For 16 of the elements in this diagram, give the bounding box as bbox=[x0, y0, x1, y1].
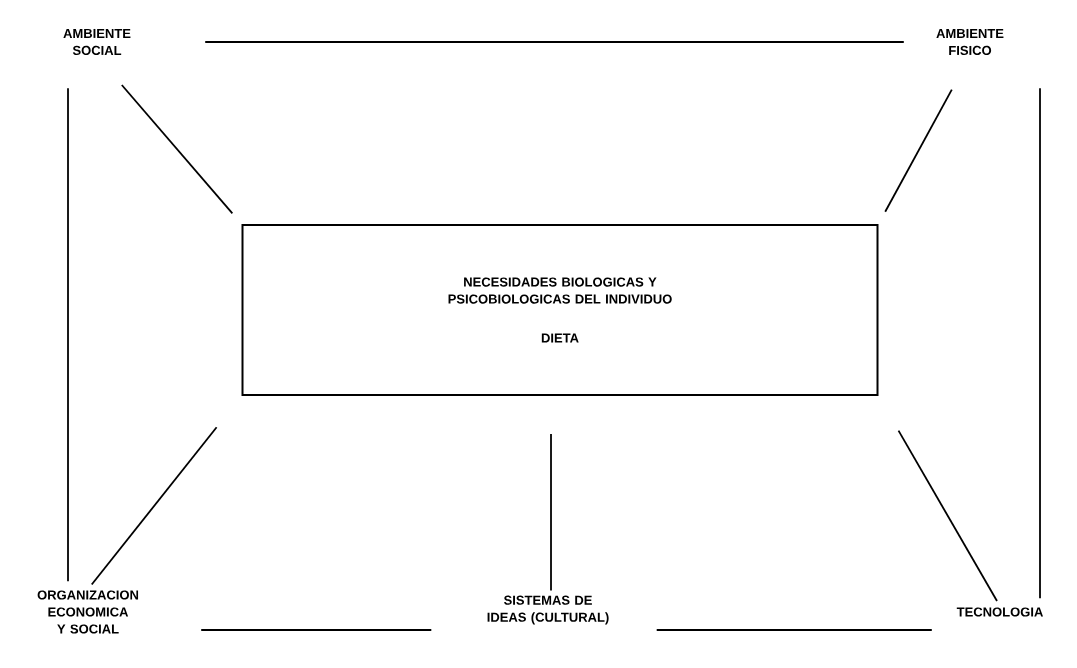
connector-line bbox=[67, 87, 69, 583]
connector-line bbox=[200, 629, 433, 631]
connector-line bbox=[204, 41, 905, 43]
connector-line bbox=[655, 629, 933, 631]
connector-line bbox=[897, 429, 998, 602]
category-label: SISTEMAS DE IDEAS (CULTURAL) bbox=[487, 595, 609, 625]
connector-line bbox=[90, 426, 218, 586]
category-label: AMBIENTE SOCIAL bbox=[63, 28, 131, 56]
concept-box: NECESIDADES BIOLOGICAS Y PSICOBIOLOGICAS DEL INDIVIDUO DIETA bbox=[241, 224, 879, 396]
connector-line bbox=[550, 433, 552, 592]
category-label: TECNOLOGIA bbox=[956, 607, 1043, 617]
connector-line bbox=[884, 88, 953, 213]
category-label: AMBIENTE FISICO bbox=[936, 28, 1004, 56]
connector-line bbox=[120, 84, 234, 215]
connector-line bbox=[1039, 87, 1041, 600]
category-label: ORGANIZACION ECONOMICA Y SOCIAL bbox=[37, 590, 139, 634]
